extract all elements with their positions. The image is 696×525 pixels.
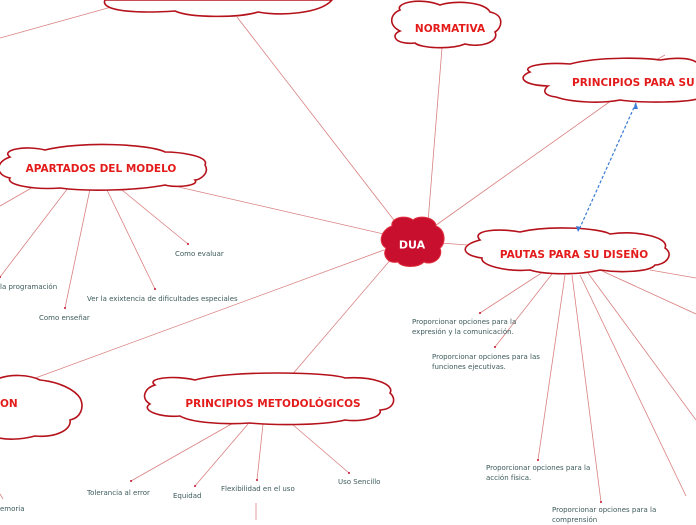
leaf-uso-sencillo[interactable]: Uso Sencillo (338, 478, 381, 486)
pautas-cloud[interactable] (464, 227, 670, 275)
apartados-label: APARTADOS DEL MODELO (25, 163, 177, 175)
top-cloud[interactable] (103, 0, 334, 18)
leaf-expresion[interactable]: Proporcionar opciones para la expresión … (412, 318, 517, 336)
arrow-head-icon (633, 103, 638, 109)
normativa-label: NORMATIVA (414, 23, 486, 35)
leaf-accion-fisica[interactable]: Proporcionar opciones para la acción fís… (486, 464, 591, 482)
dua-center-node[interactable] (380, 216, 445, 267)
leaf-tolerancia-error[interactable]: Tolerancia al error (87, 489, 150, 497)
leaf-como-evaluar[interactable]: Como evaluar (175, 250, 224, 258)
leaf-funciones-ejecutivas[interactable]: Proporcionar opciones para las funciones… (432, 353, 540, 371)
topic-clouds (0, 0, 696, 440)
leaf-memoria[interactable]: emoria (0, 505, 25, 513)
principios-metodologicos-label: PRINCIPIOS METODOLÓGICOS (185, 398, 361, 410)
leaf-dificultades[interactable]: Ver la exixtencia de dificultades especi… (87, 295, 238, 303)
leaf-como-ensenar[interactable]: Como enseñar (39, 314, 90, 322)
dua-label: DUA (398, 238, 426, 252)
apartados-cloud[interactable] (0, 143, 208, 191)
connector-endpoints (0, 243, 602, 503)
leaf-comprension[interactable]: Proporcionar opciones para la comprensió… (552, 506, 657, 524)
principios-diseno-cloud[interactable] (522, 57, 696, 103)
leaf-equidad[interactable]: Equidad (173, 492, 202, 500)
leaf-programacion[interactable]: la programación (0, 283, 58, 291)
relationship-arrow[interactable] (577, 102, 637, 233)
principios-diseno-label: PRINCIPIOS PARA SU D (572, 77, 696, 89)
normativa-cloud[interactable] (390, 0, 502, 49)
principios-metodologicos-cloud[interactable] (143, 372, 395, 426)
leaf-flexibilidad[interactable]: Flexibilidad en el uso (221, 485, 295, 493)
arrow-head-icon (576, 226, 581, 232)
left-partial-label: ON (0, 398, 18, 410)
left-partial-cloud[interactable] (0, 374, 83, 440)
connector-lines (0, 5, 696, 520)
pautas-label: PAUTAS PARA SU DISEÑO (499, 249, 649, 261)
